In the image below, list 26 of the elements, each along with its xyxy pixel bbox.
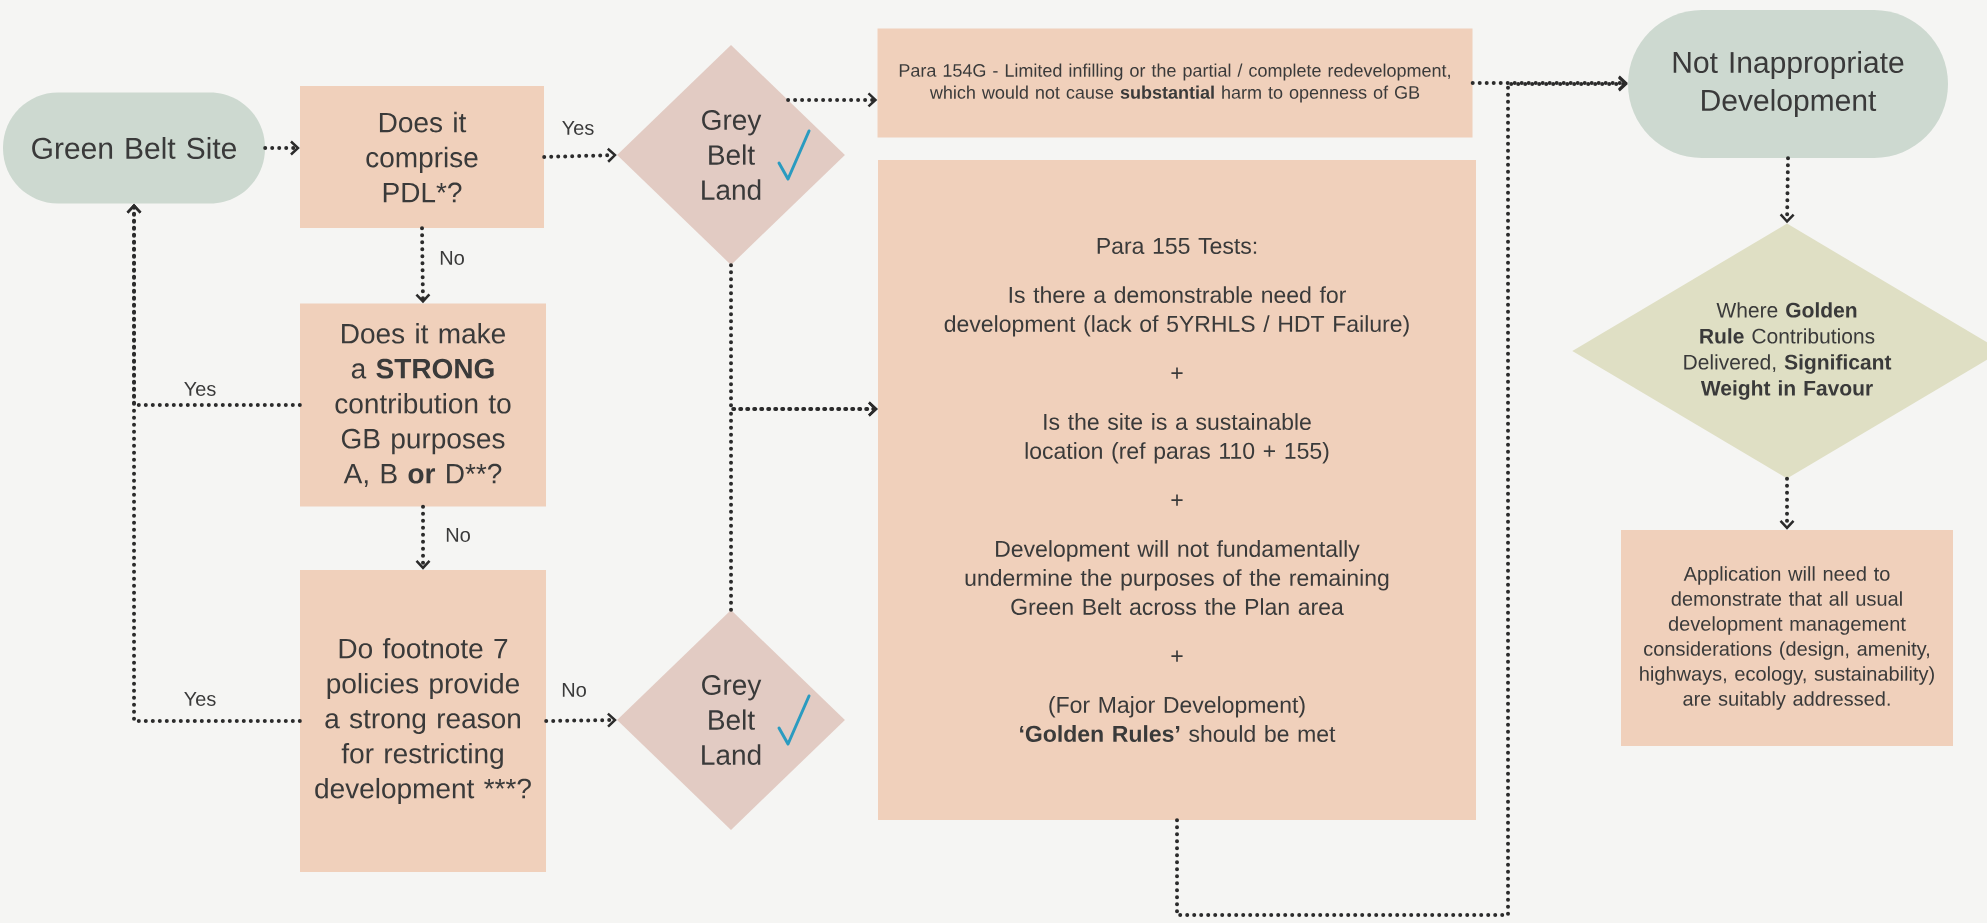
process-box: Application will need to demonstrate that all usual development management considerations (design, amenity, highways, ecology, sustainability) are suitably addressed. — [1621, 530, 1953, 746]
tests-box: Para 155 Tests: Is there a demonstrable need for development (lack of 5YRHLS / HDT Failure) + Is the site is a sustainable location (ref paras 110 + 155) + Development will not fundamentally undermine the purposes of the remaining Green Belt across the Plan area + (For Major Development) ‘Golden Rules’ should be met — [878, 160, 1476, 820]
question-box: Does it comprise PDL*? — [300, 86, 544, 228]
edge-label: Yes — [559, 119, 597, 137]
edge-label: No — [559, 681, 589, 699]
process-box: Para 154G - Limited infilling or the partial / complete redevelopment, which would not cause substantial harm to openness of GB — [877, 28, 1473, 138]
dotted-arrow — [786, 92, 878, 108]
dotted-arrow — [1779, 156, 1795, 224]
question-box: Do footnote 7 policies provide a strong reason for restricting development ***? — [300, 570, 546, 872]
dotted-arrow — [1779, 476, 1795, 530]
terminal-pill: Green Belt Site — [3, 92, 265, 204]
terminal-pill: Not Inappropriate Development — [1628, 10, 1948, 158]
dotted-arrow — [415, 226, 431, 304]
edge-label: No — [437, 249, 467, 267]
dotted-arrow — [544, 712, 617, 728]
dotted-arrow — [263, 140, 300, 156]
dotted-arrow — [126, 203, 302, 723]
dotted-arrow — [729, 401, 878, 612]
dotted-arrow — [1470, 75, 1628, 91]
edge-label: Yes — [181, 380, 219, 398]
dotted-arrow — [1175, 76, 1628, 917]
dotted-arrow — [542, 147, 617, 163]
edge-label: Yes — [181, 690, 219, 708]
edge-label: No — [443, 526, 473, 544]
dotted-arrow — [415, 504, 431, 570]
question-box: Does it make a STRONG contribution to GB purposes A, B or D**? — [300, 303, 546, 507]
